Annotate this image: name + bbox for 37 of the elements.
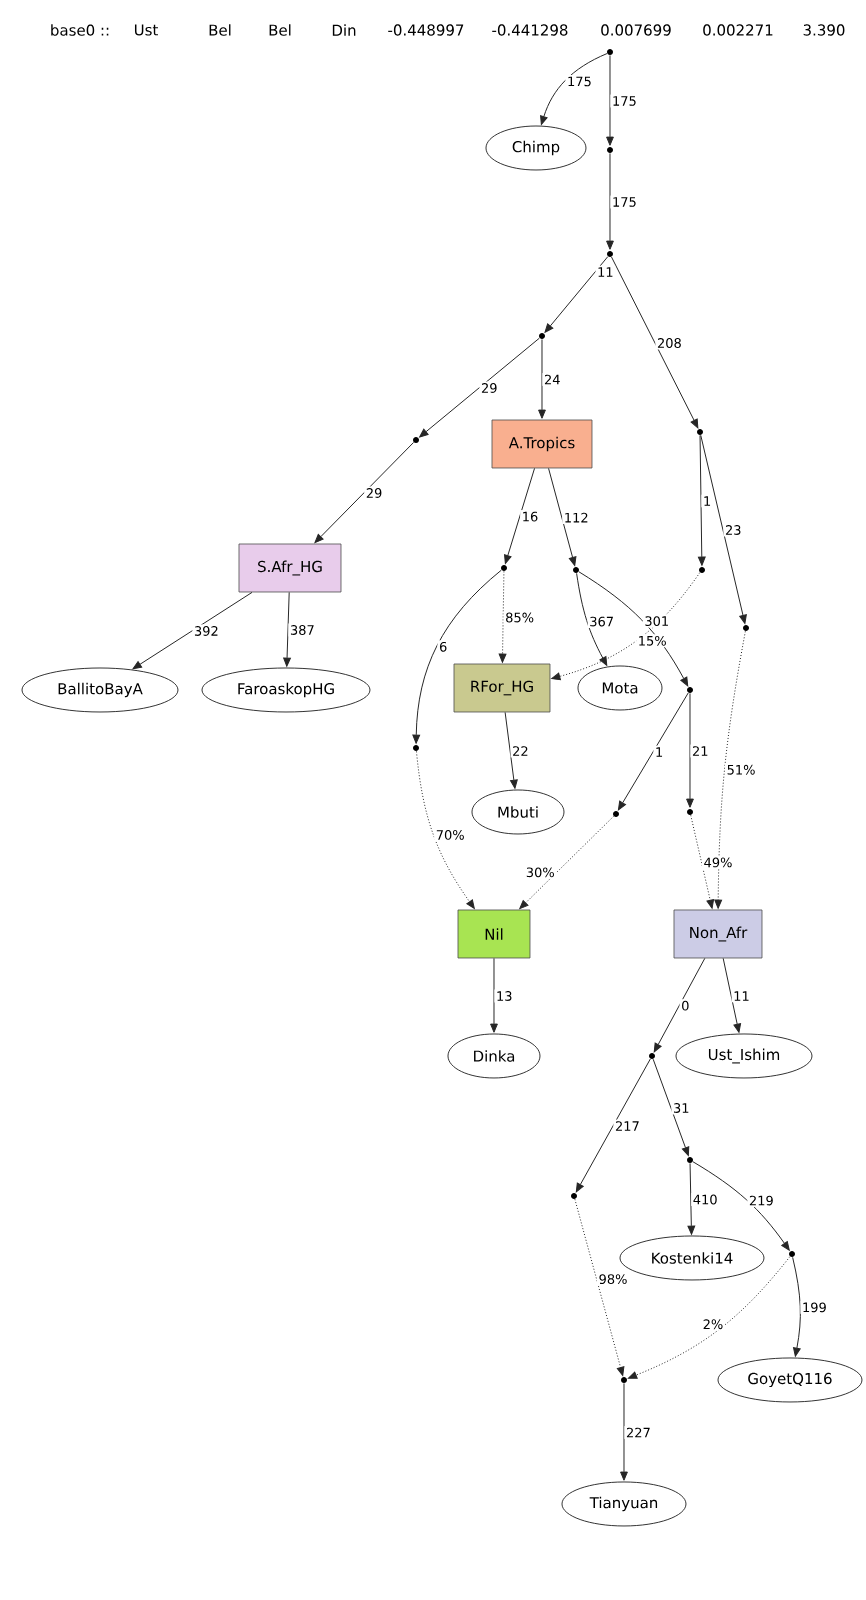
arrow [412, 569, 502, 744]
arrow [575, 1058, 651, 1193]
arrow [578, 571, 689, 687]
arrow [314, 441, 415, 544]
arrow [620, 1382, 628, 1481]
arrow [617, 692, 689, 811]
arrow [504, 467, 535, 564]
arrow [627, 1256, 791, 1379]
arrow [792, 1256, 801, 1357]
arrow [544, 256, 609, 333]
arrow [687, 1162, 696, 1235]
arrow [538, 338, 546, 419]
arrow [692, 1161, 790, 1251]
arrow [415, 750, 475, 909]
arrow [548, 467, 577, 566]
arrow [504, 711, 518, 789]
arrow [132, 591, 253, 670]
arrow [519, 815, 615, 910]
arrow [686, 692, 694, 808]
arrow [540, 53, 608, 125]
arrow [576, 572, 608, 666]
arrow [653, 957, 706, 1053]
arrow [574, 1198, 625, 1376]
arrow [498, 570, 507, 663]
arrow [714, 630, 746, 909]
arrow [652, 1058, 690, 1157]
arrow [722, 957, 742, 1033]
arrow [419, 337, 540, 438]
arrow [611, 256, 699, 429]
arrow [606, 152, 614, 250]
arrow [606, 54, 614, 146]
arrow [697, 434, 706, 566]
arrow [551, 572, 701, 681]
arrow [283, 591, 291, 667]
arrow [700, 434, 747, 624]
arrow [490, 957, 498, 1033]
arrow [690, 814, 715, 909]
